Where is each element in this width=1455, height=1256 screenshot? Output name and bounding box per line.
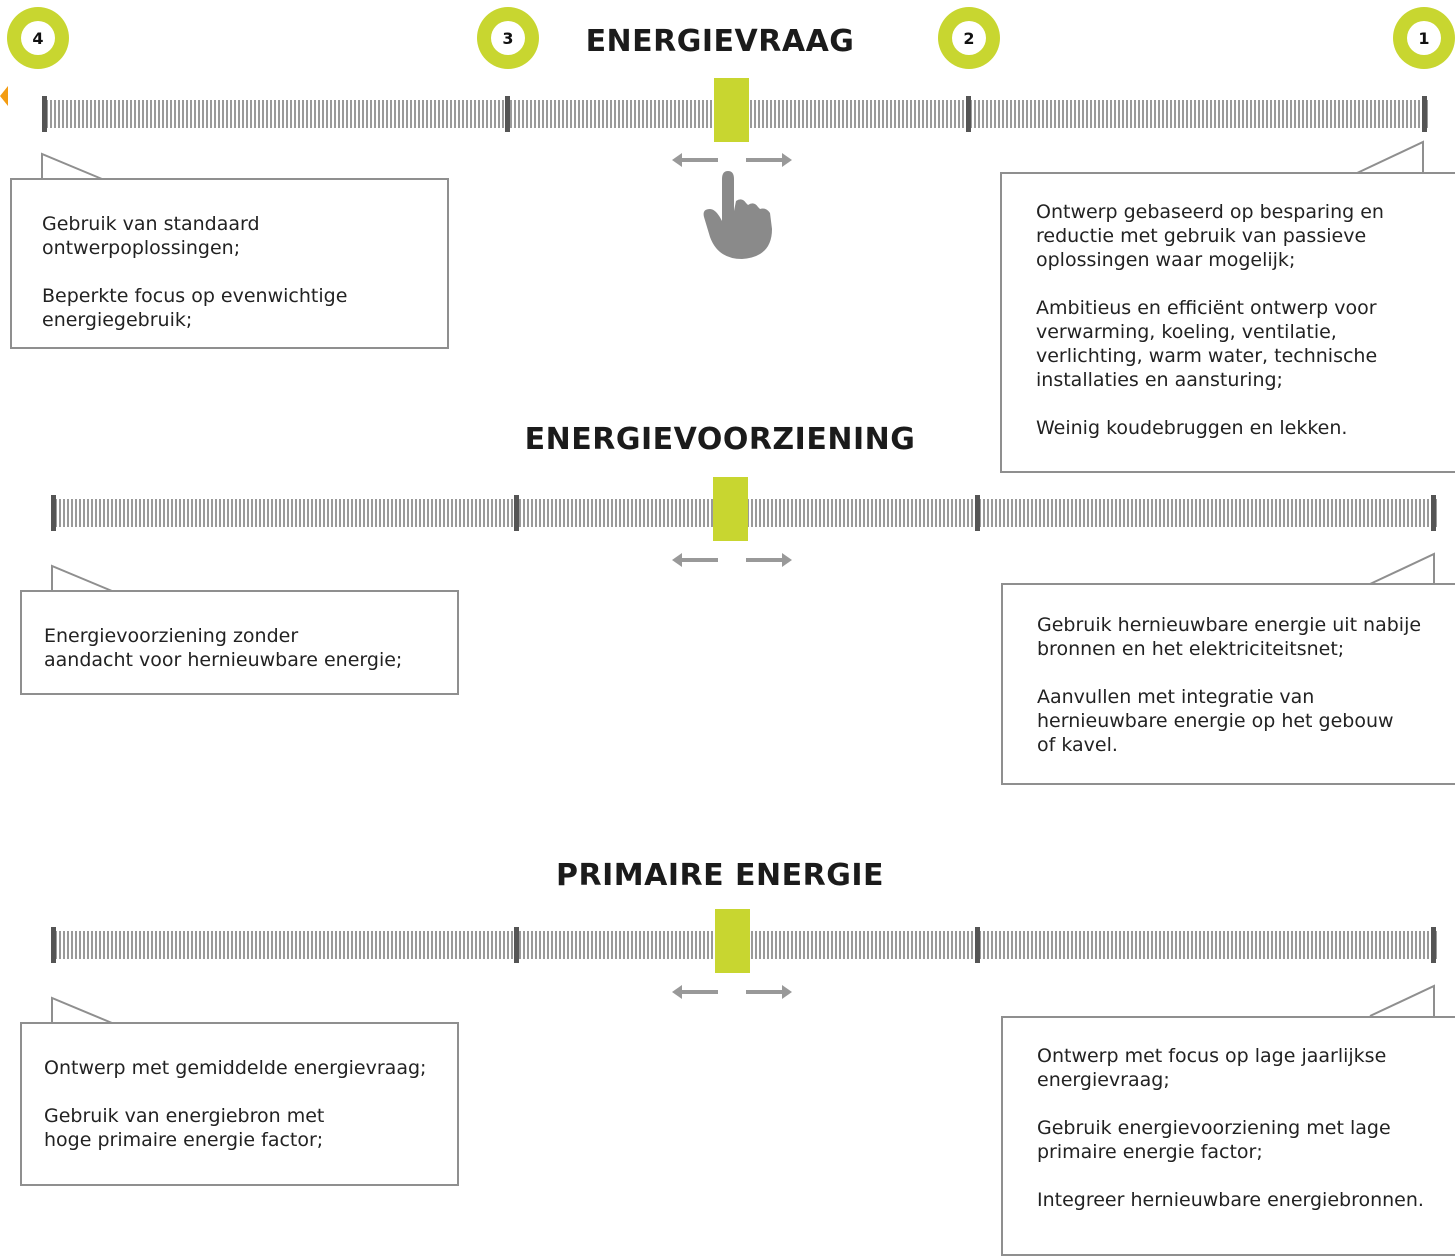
primaire-energie-scale: [51, 909, 1437, 973]
level-badge-3: 3: [477, 7, 539, 69]
level-badge-2-label: 2: [952, 21, 986, 55]
level-badge-4-label: 4: [21, 21, 55, 55]
left-arrow-icon: [672, 985, 718, 999]
box-paragraph: Weinig koudebruggen en lekken.: [1036, 417, 1348, 439]
major-tick-2: [975, 495, 980, 531]
box-paragraph: Gebruik hernieuwbare energie uit nabije …: [1037, 614, 1422, 660]
box-paragraph: Gebruik van standaard ontwerpoplossingen…: [42, 213, 260, 259]
level-badge-2: 2: [938, 7, 1000, 69]
right-box-tail-3: [1369, 984, 1435, 1017]
major-tick-3: [505, 96, 510, 132]
box-paragraph: Aanvullen met integratie van hernieuwbar…: [1037, 686, 1394, 756]
major-tick-4: [42, 96, 47, 132]
primaire-energie-left-box: Ontwerp met gemiddelde energievraag; Geb…: [20, 1022, 459, 1186]
box-paragraph: Ontwerp met gemiddelde energievraag;: [44, 1057, 427, 1079]
box-paragraph: Beperkte focus op evenwichtige energiege…: [42, 285, 348, 331]
major-tick-3: [514, 495, 519, 531]
major-tick-1: [1422, 96, 1427, 132]
right-box-tail-2: [1369, 552, 1435, 585]
energievraag-slider-handle[interactable]: [714, 78, 749, 142]
major-tick-3: [514, 927, 519, 963]
energievraag-right-box: Ontwerp gebaseerd op besparing en reduct…: [1000, 172, 1455, 473]
level-badge-3-label: 3: [491, 21, 525, 55]
box-paragraph: Gebruik van energiebron met hoge primair…: [44, 1105, 325, 1151]
section-title-primaire-energie: PRIMAIRE ENERGIE: [556, 858, 884, 893]
energievraag-scale: [42, 78, 1428, 142]
energievoorziening-scale: [51, 477, 1437, 541]
right-box-tail-1: [1354, 140, 1424, 175]
major-tick-1: [1431, 927, 1436, 963]
primaire-energie-slider-handle[interactable]: [715, 909, 750, 973]
left-box-tail-2: [51, 564, 113, 592]
right-arrow-icon: [746, 985, 792, 999]
level-badge-4: 4: [7, 7, 69, 69]
box-paragraph: Ontwerp met focus op lage jaarlijkse ene…: [1037, 1045, 1387, 1091]
energievoorziening-right-box: Gebruik hernieuwbare energie uit nabije …: [1001, 583, 1455, 785]
right-arrow-icon: [746, 153, 792, 167]
right-arrow-icon: [746, 553, 792, 567]
major-tick-2: [975, 927, 980, 963]
energievoorziening-left-box: Energievoorziening zonder aandacht voor …: [20, 590, 459, 695]
primaire-energie-right-box: Ontwerp met focus op lage jaarlijkse ene…: [1001, 1016, 1455, 1256]
major-tick-1: [1431, 495, 1436, 531]
box-paragraph: Ambitieus en efficiënt ontwerp voor verw…: [1036, 297, 1378, 391]
section-title-energievoorziening: ENERGIEVOORZIENING: [524, 422, 916, 457]
left-arrow-icon: [672, 553, 718, 567]
box-paragraph: Energievoorziening zonder aandacht voor …: [44, 625, 403, 671]
box-paragraph: Gebruik energievoorziening met lage prim…: [1037, 1117, 1391, 1163]
level-badge-1-label: 1: [1407, 21, 1441, 55]
energievraag-left-box: Gebruik van standaard ontwerpoplossingen…: [10, 178, 449, 349]
box-paragraph: Integreer hernieuwbare energiebronnen.: [1037, 1189, 1424, 1211]
major-tick-2: [966, 96, 971, 132]
box-paragraph: Ontwerp gebaseerd op besparing en reduct…: [1036, 201, 1384, 271]
major-tick-4: [51, 927, 56, 963]
section-title-energievraag: ENERGIEVRAAG: [585, 24, 855, 59]
left-box-tail-1: [41, 152, 103, 180]
major-tick-4: [51, 495, 56, 531]
energievoorziening-slider-handle[interactable]: [713, 477, 748, 541]
level-badge-1: 1: [1393, 7, 1455, 69]
pointing-hand-icon: [703, 171, 772, 259]
orange-edge-marker: [0, 86, 8, 106]
left-box-tail-3: [51, 996, 113, 1024]
left-arrow-icon: [672, 153, 718, 167]
